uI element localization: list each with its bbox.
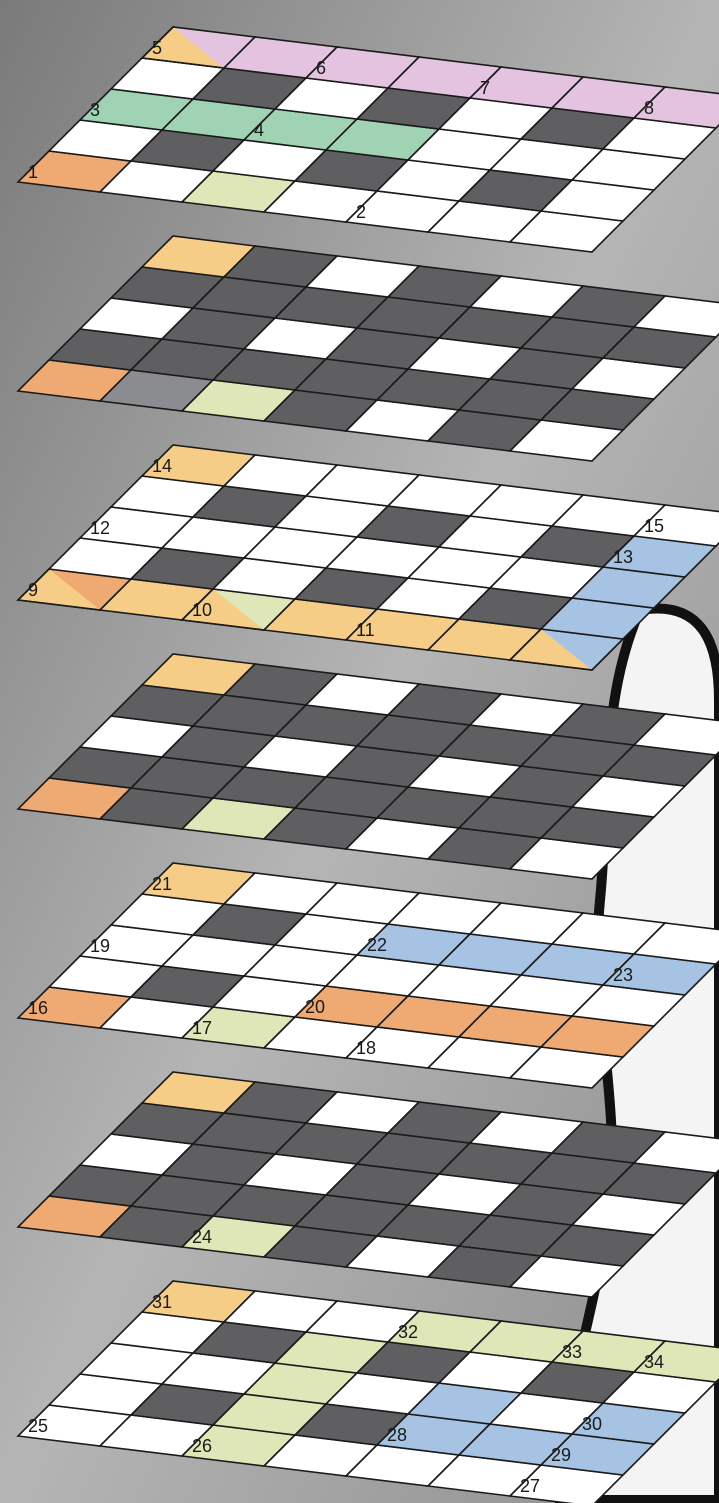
clue-number: 13	[613, 547, 633, 567]
clue-number: 3	[90, 100, 100, 120]
clue-number: 16	[28, 998, 48, 1018]
clue-number: 17	[192, 1018, 212, 1038]
clue-number: 19	[90, 936, 110, 956]
clue-number: 10	[192, 600, 212, 620]
clue-number: 28	[387, 1425, 407, 1445]
clue-number: 23	[613, 965, 633, 985]
clue-number: 11	[356, 620, 375, 640]
clue-number: 22	[367, 935, 387, 955]
clue-number: 14	[152, 456, 172, 476]
clue-number: 33	[562, 1342, 582, 1362]
clue-number: 29	[551, 1445, 571, 1465]
clue-number: 6	[316, 58, 326, 78]
clue-number: 2	[356, 202, 366, 222]
clue-number: 31	[152, 1292, 172, 1312]
clue-number: 32	[398, 1322, 418, 1342]
clue-number: 20	[305, 997, 325, 1017]
clue-number: 27	[520, 1476, 540, 1496]
clue-number: 15	[644, 516, 664, 536]
clue-number: 24	[192, 1227, 212, 1247]
clue-number: 26	[192, 1436, 212, 1456]
clue-number: 1	[28, 162, 38, 182]
clue-number: 18	[356, 1038, 376, 1058]
clue-number: 34	[644, 1352, 664, 1372]
clue-number: 12	[90, 518, 110, 538]
clue-number: 30	[582, 1414, 602, 1434]
clue-number: 9	[28, 580, 38, 600]
clue-number: 21	[152, 874, 172, 894]
clue-number: 8	[644, 98, 654, 118]
clue-number: 5	[152, 38, 162, 58]
clue-number: 4	[254, 120, 264, 140]
clue-number: 25	[28, 1416, 48, 1436]
clue-number: 7	[480, 78, 490, 98]
